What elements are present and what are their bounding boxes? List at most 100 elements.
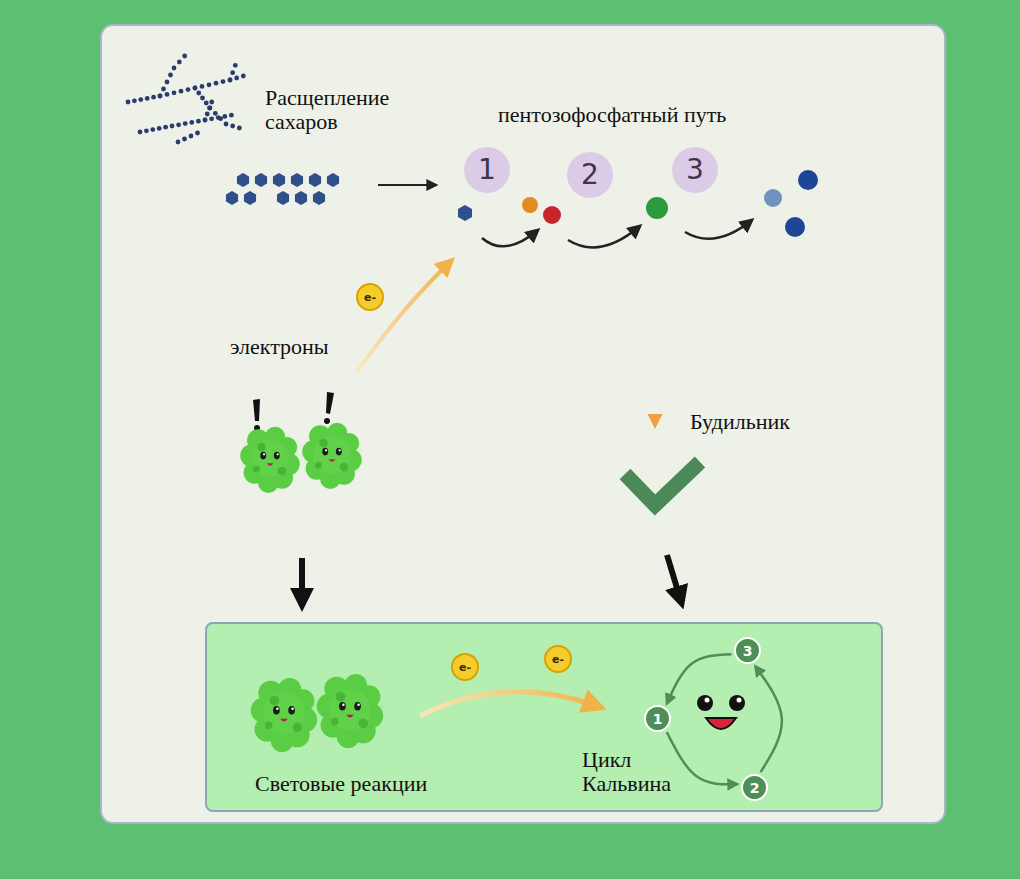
sugar-dot <box>163 125 168 130</box>
sugar-dot <box>189 120 194 125</box>
step-label: 3 <box>743 644 753 658</box>
step-label: 1 <box>653 712 663 726</box>
step-label: 3 <box>686 156 704 184</box>
sugar-dot <box>209 100 214 105</box>
sugar-dot <box>150 127 155 132</box>
sugar-dot <box>165 92 170 97</box>
cycle-arrow <box>667 732 738 784</box>
sugar-chains <box>226 173 339 205</box>
sugar-dot <box>157 126 162 131</box>
down-arrow <box>299 558 305 600</box>
down-arrow <box>667 555 680 598</box>
protein-character <box>248 678 320 752</box>
pathway-step: 3 <box>672 147 718 193</box>
sugar-dot <box>132 98 137 103</box>
sugar-hexagon <box>277 191 289 205</box>
sugar-dot <box>229 113 234 118</box>
sugar-dot <box>176 122 181 127</box>
sugar-hexagon <box>273 173 285 187</box>
sugar-dot <box>176 140 181 145</box>
sugar-hexagon <box>313 191 325 205</box>
sugar-hexagon <box>226 191 238 205</box>
electron-coin: e- <box>544 645 572 673</box>
sugar-dot <box>203 118 208 123</box>
panel <box>101 25 945 823</box>
sugar-dot <box>196 91 201 96</box>
cycle-arrow <box>755 666 782 772</box>
caption-label: Будильник <box>690 410 790 434</box>
region-title: Световые реакции <box>255 772 427 796</box>
sugar-dot <box>172 66 177 71</box>
sugar-dot <box>186 87 191 92</box>
sugar-dot <box>158 94 163 99</box>
arrow <box>378 184 436 186</box>
alarm-arrow <box>654 282 657 426</box>
sugar-dot <box>200 96 205 101</box>
sugar-dot <box>222 114 227 119</box>
sugar-dot <box>158 94 163 99</box>
sugar-dot <box>138 97 143 102</box>
sugar-dot <box>204 101 209 106</box>
sugar-dot <box>203 118 208 123</box>
check-mark <box>625 462 700 505</box>
sugar-dot <box>144 128 149 133</box>
pathway-step: 2 <box>567 152 613 198</box>
sugar-dot <box>207 82 212 87</box>
sugar-dot <box>195 131 200 136</box>
sugar-dot <box>228 78 233 83</box>
sugar-dot <box>233 63 238 68</box>
sugar-hexagon <box>327 173 339 187</box>
cycle-step: 2 <box>741 774 768 801</box>
protein-character <box>314 674 386 748</box>
pathway-step: 1 <box>464 147 510 193</box>
step-label: 2 <box>750 781 760 795</box>
step-label: e- <box>459 662 471 673</box>
sugar-dot <box>221 79 226 84</box>
electron-arrow <box>357 260 452 372</box>
sugar-dot <box>151 95 156 100</box>
electron-coin: e- <box>451 653 479 681</box>
step-label: 2 <box>581 161 599 189</box>
reaction-arrows <box>482 220 752 247</box>
cycle-face <box>697 695 745 729</box>
step-label: e- <box>552 654 564 665</box>
caption-label: электроны <box>230 335 329 359</box>
step-label: 1 <box>478 156 496 184</box>
sugar-dot <box>237 126 242 131</box>
protein-character <box>300 423 365 489</box>
sugar-dot <box>170 124 175 129</box>
sugar-dot <box>228 78 233 83</box>
sugar-hexagon <box>295 191 307 205</box>
sugar-dot <box>183 121 188 126</box>
sugar-dot <box>165 80 170 85</box>
sugar-dot <box>126 100 131 105</box>
sugar-dot <box>216 115 221 120</box>
sugar-hexagon <box>309 173 321 187</box>
sugar-dot <box>177 60 182 65</box>
sugar-dot <box>208 106 213 111</box>
sugar-dot <box>168 73 173 78</box>
sugar-dot <box>161 87 166 92</box>
chloroplast-box: Световые реакции Цикл Кальвина e-e- 3 1 2 <box>205 622 883 812</box>
sugar-hexagon <box>291 173 303 187</box>
sugar-dot <box>193 86 198 91</box>
sugar-dot <box>172 90 177 95</box>
electron-arrow <box>420 692 602 716</box>
sugar-dot <box>230 124 235 129</box>
sugar-dot <box>214 81 219 86</box>
sugar-dot <box>189 134 194 139</box>
cycle-arrow <box>667 654 732 703</box>
region-title: Цикл Кальвина <box>582 748 694 796</box>
sugar-hexagon <box>255 173 267 187</box>
sugar-dot <box>207 106 212 111</box>
caption-label: Расщепление сахаров <box>265 86 415 134</box>
box-fill <box>205 622 883 812</box>
sugar-dot <box>193 86 198 91</box>
sugar-dot <box>241 74 246 79</box>
protein-character <box>238 427 303 493</box>
sugar-dot <box>224 122 229 127</box>
sugar-hexagon <box>237 173 249 187</box>
